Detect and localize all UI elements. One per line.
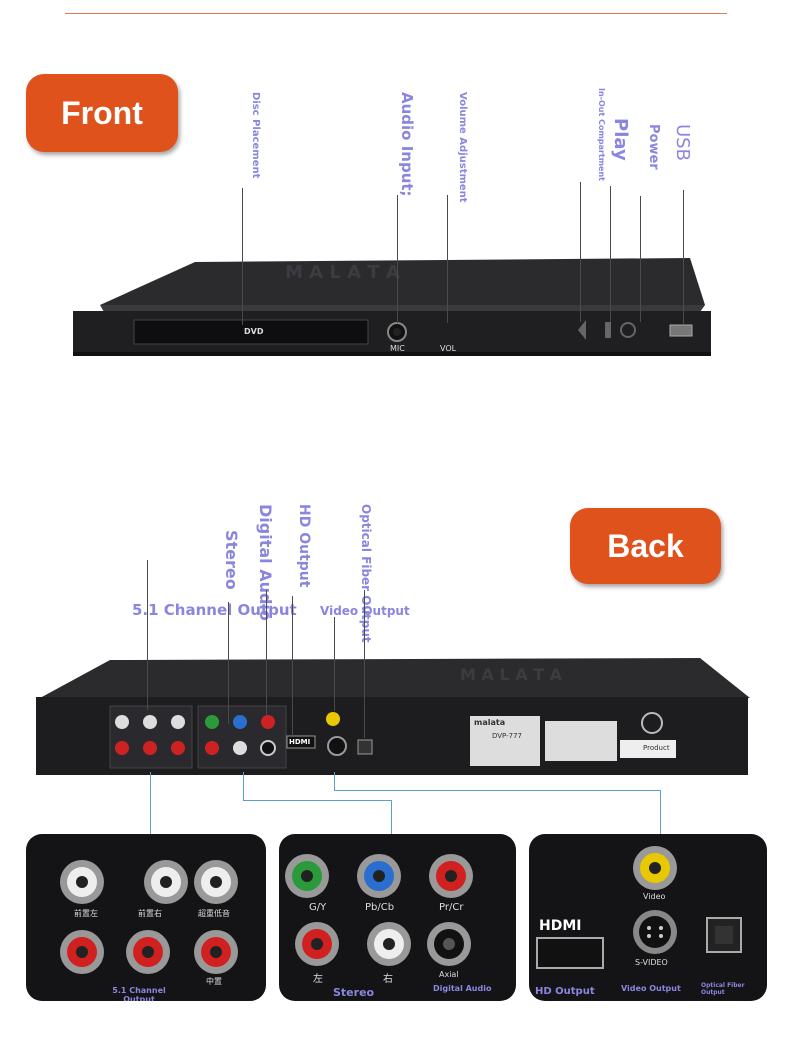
pointer-power [640,196,641,322]
inset-left-label-3: 超重低音 [198,909,230,918]
inset-channel-output: 前置左 前置右 超重低音 中置 5.1 Channel Output [26,834,266,1001]
inset-stereo-digital: G/Y Pb/Cb Pr/Cr 左 右 Axial Stereo Digital… [279,834,516,1001]
label-usb: USB [672,124,693,161]
inset-right-video-label: Video [643,892,666,901]
back-brand: malata [474,718,506,727]
inset-hd-video: Video HDMI S-VIDEO HD Output Video Outpu… [529,834,767,1001]
connector-left [150,772,151,834]
back-hdmi: HDMI [289,738,311,746]
vol-label: VOL [440,344,457,353]
pointer-hd [292,596,293,736]
label-hd-output: HD Output [296,504,312,588]
back-sticker: Product [643,744,670,752]
mic-label: MIC [390,344,405,353]
pointer-audio [397,195,398,323]
svg-text:M A L A T A: M A L A T A [460,665,563,684]
back-model: DVP-777 [492,732,523,740]
inset-left-caption: 5.1 Channel Output [112,986,166,1001]
inset-right-svideo-label: S-VIDEO [635,958,668,967]
pointer-play [610,186,611,322]
inset-right-caption-video: Video Output [621,984,681,993]
label-stereo: Stereo [222,530,241,590]
pointer-optical [364,590,365,738]
connector-middle-c [391,800,392,834]
inset-left-label-6: 中置 [206,977,222,986]
inset-mid-label-4: 左 [313,974,323,985]
label-power: Power [646,124,661,170]
pointer-volume [447,195,448,323]
connector-right-a [334,772,335,790]
label-inout-compartment: In-Out Compartment [597,88,606,181]
front-badge: Front [26,74,178,152]
inset-mid-label-1: G/Y [309,902,327,913]
label-volume-adjustment: Volume Adjustment [457,92,468,203]
inset-mid-label-3: Pr/Cr [439,902,464,913]
label-disc-placement: Disc Placement [250,92,261,179]
inset-mid-label-5: 右 [383,974,393,985]
inset-mid-caption-stereo: Stereo [333,986,375,999]
connector-right-c [660,790,661,834]
inset-left-label-2: 前置右 [138,909,162,918]
connector-middle-b [243,800,392,801]
label-play: Play [610,118,631,161]
pointer-usb [683,190,684,324]
top-divider [65,13,727,14]
connector-right-b [334,790,660,791]
pointer-video [334,617,335,711]
inset-mid-label-2: Pb/Cb [365,902,395,913]
pointer-digital [266,590,267,716]
connector-middle-a [243,772,244,800]
pointer-inout [580,182,581,322]
label-audio-input: Audio Input; [398,92,416,197]
pointer-stereo [228,602,229,724]
tray-label: DVD [244,327,264,336]
inset-right-caption-hd: HD Output [535,986,595,997]
svg-text:M A L A T A: M A L A T A [285,262,400,283]
inset-mid-label-6: Axial [439,970,459,979]
inset-left-label-1: 前置左 [74,909,98,918]
inset-right-caption-optical: Optical Fiber Output [701,982,745,996]
inset-mid-caption-digital: Digital Audio [433,984,492,993]
back-badge: Back [570,508,721,584]
inset-right-hdmi-label: HDMI [539,918,582,934]
pointer-channel [147,560,148,710]
pointer-disc [242,188,243,325]
